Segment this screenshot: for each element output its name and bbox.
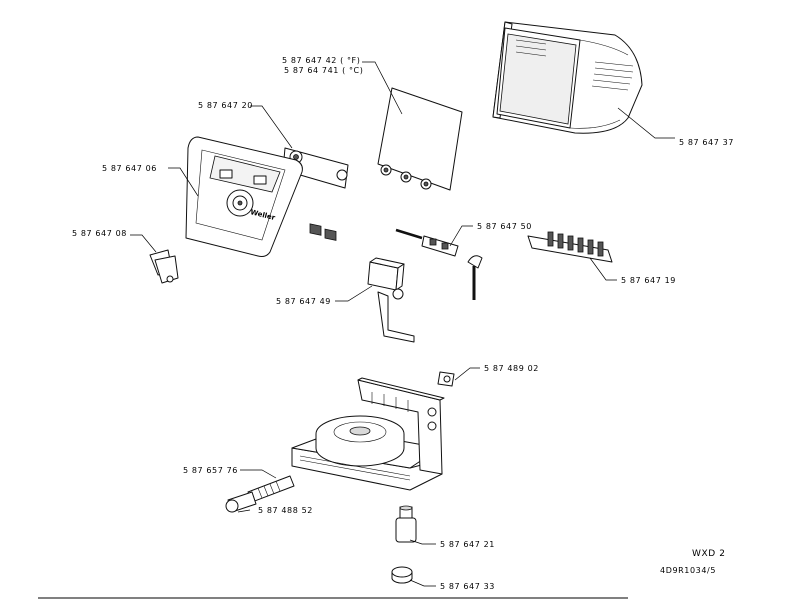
sheet-knobs-icon (380, 164, 432, 190)
label-hose-fitting: 5 87 657 76 (183, 466, 238, 475)
hose-nozzle (225, 491, 257, 513)
label-front-insert: 5 87 647 20 (198, 101, 253, 110)
label-sheet-f: 5 87 647 42 ( °F) (282, 56, 360, 65)
model-label: WXD 2 (692, 549, 726, 559)
label-clip: 5 87 647 08 (72, 229, 127, 238)
label-housing-cover: 5 87 647 37 (679, 138, 734, 147)
terminal-board (527, 231, 613, 263)
foot-plug (395, 505, 417, 543)
label-terminal-board: 5 87 647 19 (621, 276, 676, 285)
connector (437, 371, 455, 387)
label-connector: 5 87 489 02 (484, 364, 539, 373)
front-insert (282, 147, 349, 241)
label-foot-plug: 5 87 647 21 (440, 540, 495, 549)
base-transformer (291, 377, 445, 491)
label-front-panel: 5 87 647 06 (102, 164, 157, 173)
label-solenoid-valve: 5 87 647 49 (276, 297, 331, 306)
solenoid-valve (367, 257, 415, 343)
housing-cover (492, 21, 643, 134)
drawing-number: 4D9R1034/5 (660, 566, 716, 575)
front-panel: Weller (185, 136, 303, 257)
hose-fitting (247, 475, 295, 503)
rubber-foot (391, 566, 413, 584)
cable-assembly (395, 228, 483, 300)
label-hose-nozzle: 5 87 488 52 (258, 506, 313, 515)
label-rubber-foot: 5 87 647 33 (440, 582, 495, 591)
control-sheet (377, 87, 463, 191)
label-cable-assembly: 5 87 647 50 (477, 222, 532, 231)
clip (149, 249, 179, 284)
label-sheet-c: 5 87 64 741 ( °C) (284, 66, 363, 75)
